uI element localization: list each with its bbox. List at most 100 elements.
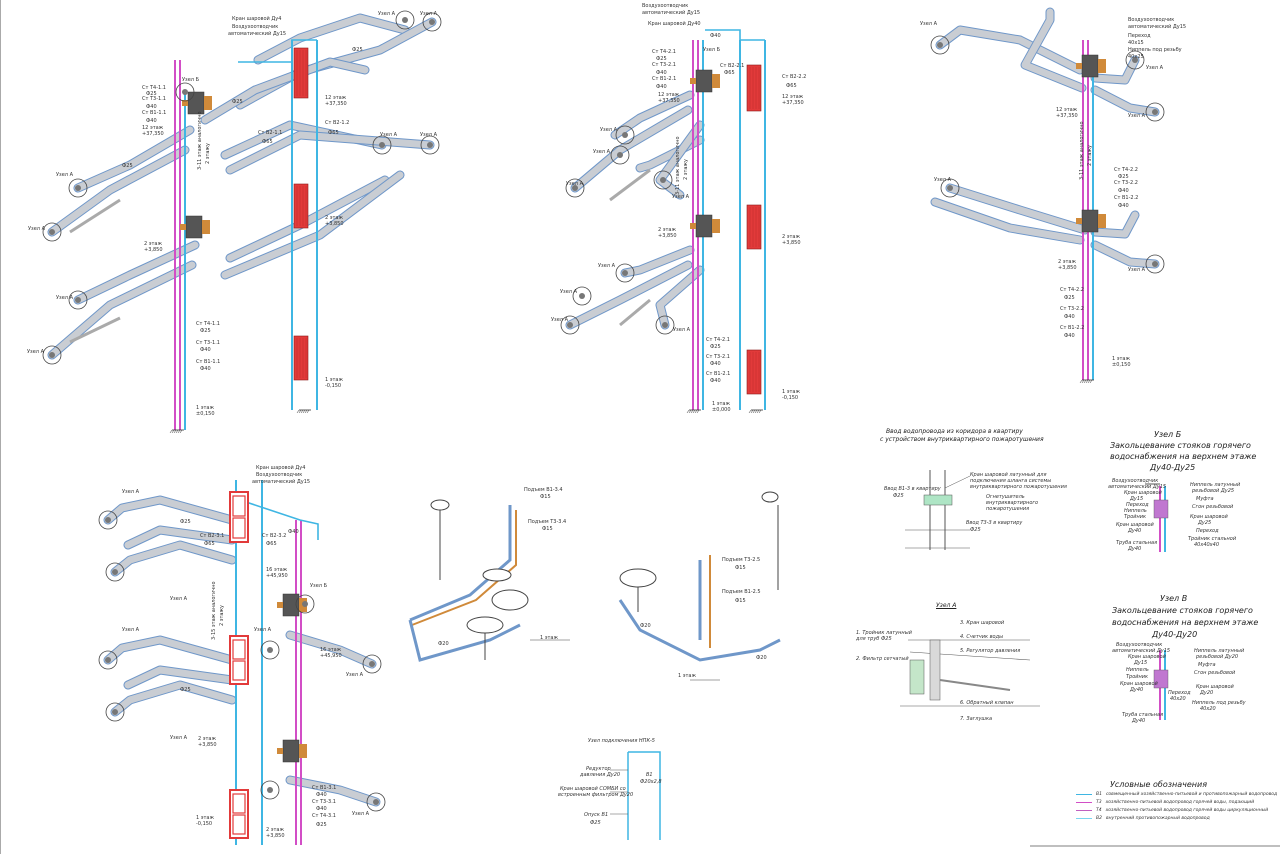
b4-uzel-b: Узел Б xyxy=(310,583,327,589)
vvod-note-7: Ввод В1-3 в квартиру xyxy=(884,486,941,492)
b1-node-2-fitting xyxy=(429,19,435,25)
b2-pipe-7 xyxy=(656,266,704,329)
bath1-label-4: Ф15 xyxy=(542,526,553,532)
bath1-label-6: 1 этаж xyxy=(540,635,558,641)
bath1-label-1: Подъем В1-3.4 xyxy=(524,487,563,493)
b3-bottom-st-2: Ст Т3-2.2 xyxy=(1060,306,1084,312)
vvod-note-8: Ввод Т3-3 в квартиру xyxy=(966,520,1023,526)
uzel-v-label-10: резьбовой Ду20 xyxy=(1196,654,1239,660)
b3-st-2: Ст Т3-2.2 xyxy=(1114,180,1138,186)
b4-top-label-2: Воздухоотводчик xyxy=(256,472,303,478)
b4-manifold-1-copper2 xyxy=(277,602,283,608)
b3-pipe-1 xyxy=(936,26,1084,74)
b4-bottom-st-3: Ст Т4-3.1 xyxy=(312,813,336,819)
uzel-v-label-13: Переход xyxy=(1168,690,1191,696)
b1-uzel-5: Узел А xyxy=(56,172,73,178)
legend-code-b2: В2 xyxy=(1096,816,1102,821)
b1-ground-1-hatch xyxy=(171,429,175,434)
b4-floor-5: 2 этаж xyxy=(198,736,216,742)
b1-floor-12: -0,150 xyxy=(325,383,342,389)
b2-floor-10: ±0,000 xyxy=(712,407,731,413)
b4-cabinet-2-lower xyxy=(232,660,246,681)
b4-uzel-6: Узел А xyxy=(352,811,369,817)
uzel-b-label-5: Переход xyxy=(1126,502,1149,508)
b3-uzel-1: Узел А xyxy=(920,21,937,27)
legend-title: Условные обозначения xyxy=(1110,780,1208,789)
b1-node-5 xyxy=(68,178,88,198)
uzel-a-note-3: 2. Фильтр сетчатый xyxy=(856,656,909,662)
uzel-v-label-1: Воздухоотводчик xyxy=(1116,642,1163,648)
uzel-b-label-13: резьбовой Ду25 xyxy=(1192,488,1235,494)
b3-ground-1-hatch xyxy=(1085,379,1089,384)
b1-node-3 xyxy=(372,135,392,155)
b2-node-1 xyxy=(615,125,635,145)
b2-node-6-fitting xyxy=(567,322,573,328)
b1-pipe-top-1 xyxy=(254,14,409,64)
b2-node-8 xyxy=(655,315,675,335)
b3-st-1: Ст Т4-2.2 xyxy=(1114,167,1138,173)
b1-uzel-8: Узел А xyxy=(27,349,44,355)
b2-manifold-1-copper2 xyxy=(690,78,696,84)
b4-dim-1: Ф25 xyxy=(180,519,191,525)
b2-dim-4: Ф65 xyxy=(724,70,735,76)
bath1-pipe-low xyxy=(408,619,521,662)
b2-st-3: Ст В1-2.1 xyxy=(652,76,677,82)
npk-label-3: Кран шаровой СОМБИ со xyxy=(560,786,626,792)
b1-gray-2 xyxy=(69,316,121,344)
uzel-b-label-20: 40х40х40 xyxy=(1194,542,1220,548)
b4-top-label-1: Кран шаровой Ду4 xyxy=(256,465,306,471)
b2-floor-3: 12 этаж xyxy=(782,94,804,100)
b2-floor-6: +3,850 xyxy=(658,233,677,239)
b1-manifold-2-copper2 xyxy=(180,224,186,230)
b3-node-3-fitting xyxy=(947,185,953,191)
b1-floor-5: 2 этаж xyxy=(144,241,162,247)
legend-code-t3: Т3 xyxy=(1096,800,1102,805)
vvod-valve-block xyxy=(923,494,953,506)
b1-ground-1-hatch xyxy=(169,429,173,434)
uzel-b-label-1: Воздухоотводчик xyxy=(1112,478,1159,484)
uzel-v-label-7: Кран шаровой xyxy=(1120,681,1158,687)
b4-floor-8: -0,150 xyxy=(196,821,213,827)
b1-dim-8: Ф25 xyxy=(122,163,133,169)
b4-node-6-fitting xyxy=(373,799,379,805)
b1-vertical-2: 2 этажу xyxy=(205,143,211,164)
b2-pipe-6 xyxy=(566,261,692,329)
uzel-v-label-2: автоматический Ду15 xyxy=(1112,648,1171,654)
bath2-label-2: Ф15 xyxy=(735,565,746,571)
b2-ground-2-hatch xyxy=(750,409,754,414)
uzel-a-note-5: 4. Счетчик воды xyxy=(960,634,1004,640)
npk-label-4: встроенным фильтром Ду20 xyxy=(558,792,634,798)
b4-pipe-6 xyxy=(124,666,236,689)
b2-bottom-dim-2: Ф40 xyxy=(710,361,721,367)
b3-node-5-fitting xyxy=(1132,57,1138,63)
b4-node-b-fitting xyxy=(302,601,308,607)
b1-pipe-top-3-edge xyxy=(200,57,370,125)
b1-cabinet-1 xyxy=(293,47,309,99)
b4-node-5 xyxy=(105,702,125,722)
b4-node-1 xyxy=(98,510,118,530)
b1-ground-2-hatch xyxy=(304,409,308,414)
b2-node-2 xyxy=(610,145,630,165)
b4-dim-3: Ф65 xyxy=(204,541,215,547)
b2-pipe-1 xyxy=(611,91,694,139)
b2-st-5: Ст В2-2.2 xyxy=(782,74,807,80)
b4-node-8-fitting xyxy=(267,787,273,793)
b4-bottom-dim-2: Ф40 xyxy=(316,806,327,812)
b1-bottom-st-1: Ст Т4-1.1 xyxy=(196,321,220,327)
vvod-title-1: Ввод водопровода из коридора в квартиру xyxy=(886,428,1023,435)
b1-st-4: Ст В2-1.1 xyxy=(258,130,283,136)
b2-uzel-7: Узел А xyxy=(672,194,689,200)
b1-dim-1: Ф25 xyxy=(146,91,157,97)
b2-node-7-fitting xyxy=(660,177,666,183)
b1-node-4-fitting xyxy=(427,142,433,148)
b1-bottom-st-3: Ст В1-1.1 xyxy=(196,359,221,365)
uzel-v-title-4: Ду40-Ду20 xyxy=(1152,630,1198,639)
b2-uzel-1: Узел А xyxy=(600,127,617,133)
b4-dim-5: Ф40 xyxy=(288,529,299,535)
bath2-shower-head-icon xyxy=(761,491,779,503)
b1-node-7 xyxy=(68,290,88,310)
bath2-label-7: 1 этаж xyxy=(678,673,696,679)
b1-floor-11: 1 этаж xyxy=(325,377,343,383)
bath2-sink-icon xyxy=(619,568,657,588)
b4-node-5-fitting xyxy=(112,709,118,715)
